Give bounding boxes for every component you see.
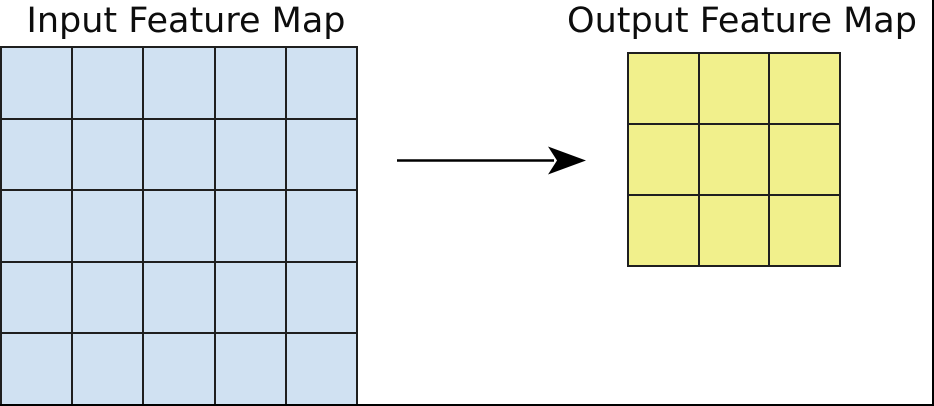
input-feature-cell [215, 191, 285, 261]
input-feature-cell [286, 262, 356, 333]
output-feature-map-title: Output Feature Map [567, 1, 917, 41]
input-feature-cell [2, 334, 72, 404]
input-feature-cell [215, 262, 285, 333]
input-feature-cell [73, 119, 143, 190]
input-feature-cell [73, 262, 143, 333]
input-feature-cell [286, 119, 356, 190]
output-feature-cell [770, 54, 839, 123]
output-feature-cell [770, 196, 839, 265]
input-feature-cell [215, 334, 285, 404]
input-feature-cell [73, 334, 143, 404]
output-feature-cell [629, 54, 698, 123]
input-feature-cell [2, 191, 72, 261]
input-feature-cell [215, 119, 285, 190]
input-feature-map-grid [0, 46, 358, 406]
input-feature-cell [286, 191, 356, 261]
input-feature-cell [144, 48, 214, 118]
input-feature-cell [144, 262, 214, 333]
input-feature-cell [144, 334, 214, 404]
input-feature-cell [286, 334, 356, 404]
input-feature-cell [144, 119, 214, 190]
input-feature-cell [144, 191, 214, 261]
output-feature-cell [699, 196, 769, 265]
output-feature-cell [629, 196, 698, 265]
input-feature-cell [73, 191, 143, 261]
output-feature-cell [629, 125, 698, 194]
right-arrow-icon [397, 146, 586, 175]
input-feature-cell [73, 48, 143, 118]
input-feature-map-title: Input Feature Map [26, 1, 346, 41]
input-feature-cell [215, 48, 285, 118]
input-feature-cell [2, 119, 72, 190]
output-feature-cell [699, 54, 769, 123]
output-feature-map-grid [627, 52, 841, 267]
input-feature-cell [286, 48, 356, 118]
input-feature-cell [2, 262, 72, 333]
output-feature-cell [699, 125, 769, 194]
input-feature-cell [2, 48, 72, 118]
arrow-head [548, 146, 586, 175]
output-feature-cell [770, 125, 839, 194]
